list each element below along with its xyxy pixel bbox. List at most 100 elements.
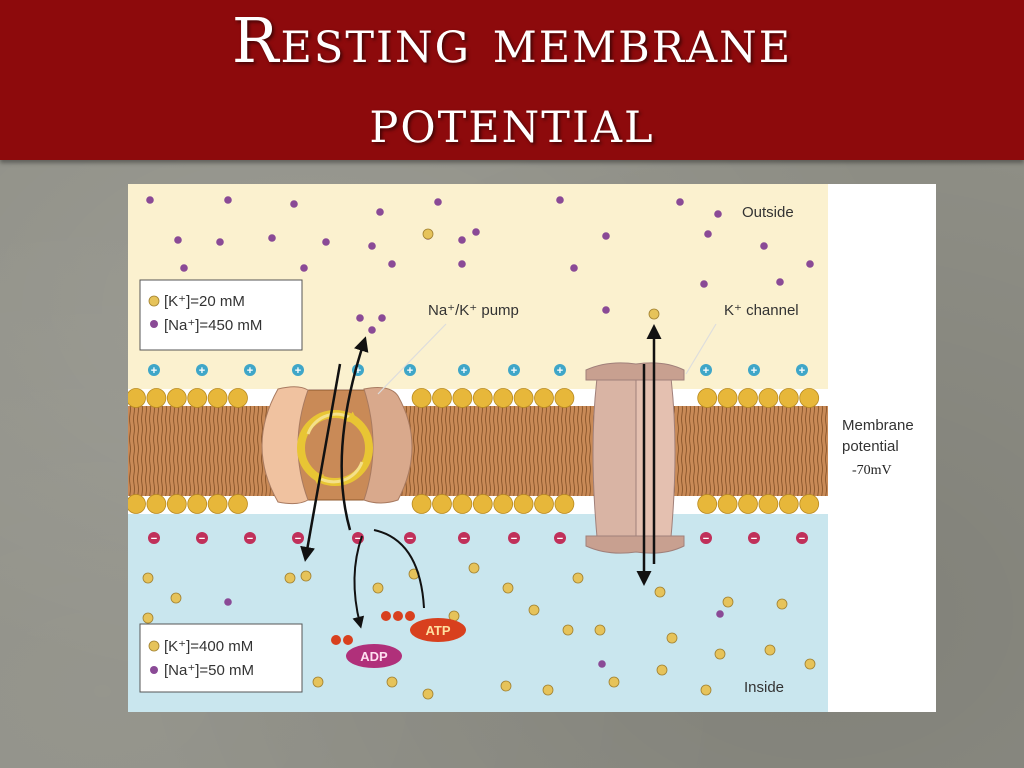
lipid-head <box>758 388 779 408</box>
k-ion <box>542 684 554 696</box>
charge-markers: +−+−+−+−+−+−+−+−+−+−+−+− <box>148 364 808 545</box>
lipid-head <box>513 388 534 408</box>
positive-charge: + <box>148 364 160 377</box>
na-ion <box>776 278 784 286</box>
na-ion <box>556 196 564 204</box>
lipid-heads <box>128 388 820 514</box>
plus-sign: + <box>407 365 413 377</box>
k-ion-key-icon <box>148 640 160 652</box>
na-k-pump <box>261 386 413 505</box>
positive-charge-circle <box>748 364 760 376</box>
outside-k-concentration: [K⁺]=20 mM <box>164 293 245 310</box>
negative-charge-circle <box>196 532 208 544</box>
k-ion <box>666 632 678 644</box>
na-ion <box>216 238 224 246</box>
membrane-potential-value: -70mV <box>852 463 892 478</box>
k-ion <box>722 596 734 608</box>
k-channel <box>585 362 685 554</box>
negative-charge: − <box>244 532 256 545</box>
k-ion <box>528 604 540 616</box>
k-ion <box>764 644 776 656</box>
positive-charge-circle <box>404 364 416 376</box>
adp-molecule: ADP <box>331 635 402 668</box>
k-ion <box>700 684 712 696</box>
lipid-head <box>228 494 248 514</box>
plus-sign: + <box>295 365 301 377</box>
na-ion <box>224 196 232 204</box>
negative-charge: − <box>554 532 566 545</box>
lipid-head <box>513 494 534 514</box>
na-ion-key-icon <box>150 666 158 674</box>
positive-charge: + <box>404 364 416 377</box>
negative-charge-circle <box>244 532 256 544</box>
k-ion <box>654 586 666 598</box>
atp-to-adp-arrow-1 <box>352 535 365 629</box>
k-ion <box>142 612 154 624</box>
lipid-head <box>166 494 187 514</box>
plus-sign: + <box>199 365 205 377</box>
k-ion <box>422 228 434 240</box>
negative-charge-circle <box>508 532 520 544</box>
na-ion <box>676 198 684 206</box>
negative-charge-circle <box>700 532 712 544</box>
k-ion-key-icon <box>148 295 160 307</box>
na-ion <box>598 660 606 668</box>
positive-charge: + <box>748 364 760 377</box>
minus-sign: − <box>247 533 253 545</box>
minus-sign: − <box>199 533 205 545</box>
lipid-head <box>799 494 820 514</box>
lipid-head <box>738 494 758 514</box>
inside-concentration-box: [K⁺]=400 mM [Na⁺]=50 mM <box>139 623 303 693</box>
plus-sign: + <box>355 365 361 377</box>
inside-k-concentration: [K⁺]=400 mM <box>164 638 253 655</box>
pump-label: Na⁺/K⁺ pump <box>428 302 519 319</box>
negative-charge-circle <box>748 532 760 544</box>
lipid-head <box>534 494 554 514</box>
k-ion <box>594 624 606 636</box>
plus-sign: + <box>461 365 467 377</box>
membrane-diagram: +−+−+−+−+−+−+−+−+−+−+−+− <box>128 184 936 712</box>
positive-charge: + <box>244 364 256 377</box>
na-ion <box>458 236 466 244</box>
na-out-arrow <box>340 336 369 531</box>
channel-label: K⁺ channel <box>724 302 799 319</box>
outside-label: Outside <box>742 204 794 221</box>
plus-sign: + <box>703 365 709 377</box>
na-ion <box>356 314 364 322</box>
positive-charge: + <box>508 364 520 377</box>
negative-charge-circle <box>148 532 160 544</box>
negative-charge: − <box>748 532 760 545</box>
na-ion <box>268 234 276 242</box>
lipid-head <box>146 494 167 514</box>
negative-charge-circle <box>404 532 416 544</box>
minus-sign: − <box>557 533 563 545</box>
na-ion <box>714 210 722 218</box>
lipid-head <box>432 388 452 408</box>
na-ion <box>700 280 708 288</box>
lipid-head <box>534 388 554 408</box>
positive-charge: + <box>700 364 712 377</box>
plus-sign: + <box>151 365 157 377</box>
positive-charge: + <box>796 364 808 377</box>
na-ion <box>716 610 724 618</box>
na-ion <box>378 314 386 322</box>
lipid-head <box>187 494 208 514</box>
negative-charge-circle <box>458 532 470 544</box>
lipid-head <box>452 388 473 408</box>
na-ion <box>146 196 154 204</box>
lipid-head <box>493 494 514 514</box>
negative-charge: − <box>148 532 160 545</box>
k-ion <box>562 624 574 636</box>
lipid-head <box>411 388 432 408</box>
membrane-potential-label-line1: Membrane <box>842 417 914 434</box>
lipid-head <box>493 388 514 408</box>
lipid-head <box>207 494 228 514</box>
na-ion <box>602 306 610 314</box>
membrane-potential-label-line2: potential <box>842 438 899 455</box>
minus-sign: − <box>151 533 157 545</box>
positive-charge-circle <box>508 364 520 376</box>
na-ion <box>458 260 466 268</box>
atp-molecule: ATP <box>381 611 466 642</box>
minus-sign: − <box>511 533 517 545</box>
na-ion <box>290 200 298 208</box>
